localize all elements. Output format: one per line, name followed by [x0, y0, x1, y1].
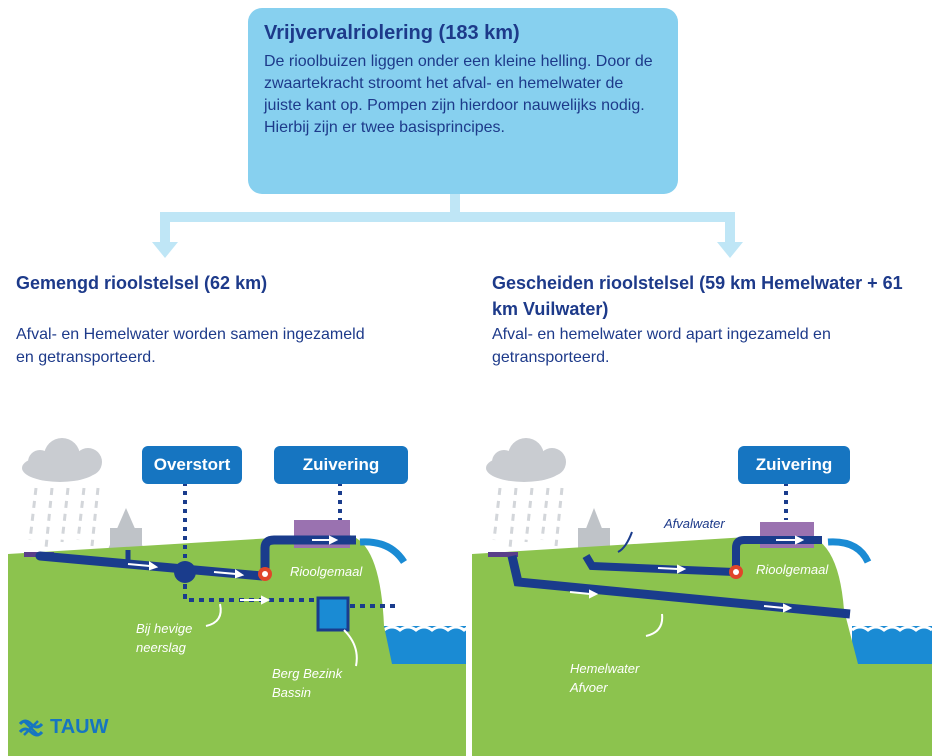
intro-title: Vrijvervalriolering (183 km): [264, 22, 520, 44]
connector-arrows: [152, 194, 743, 258]
right-description: Afval- en hemelwater word apart ingezame…: [492, 326, 831, 366]
label-rioolgemaal-right: Rioolgemaal: [756, 562, 829, 577]
label-rioolgemaal-left: Rioolgemaal: [290, 564, 363, 579]
separate-sewer-diagram: [472, 438, 932, 756]
stormwater-pipe: [507, 554, 851, 619]
connector-right-drop: [725, 212, 735, 244]
label-bassin: Berg Bezink Bassin: [272, 666, 343, 700]
label-hemelwater-afvoer: Hemelwater Afvoer: [570, 661, 640, 695]
wastewater-pipe: [582, 553, 735, 576]
cloud-icon-right: [486, 438, 566, 482]
rain-icon: [28, 487, 100, 549]
connector-left-drop: [160, 212, 170, 244]
connector-stem: [450, 194, 460, 222]
cloud-icon: [22, 438, 102, 482]
intro-text: De rioolbuizen liggen onder een kleine h…: [264, 53, 653, 136]
left-heading: Gemengd rioolstelsel (62 km): [16, 273, 268, 293]
tauw-logo: TAUW: [18, 716, 109, 739]
label-afvalwater: Afvalwater: [664, 516, 725, 531]
rain-icon-right: [492, 487, 564, 549]
overflow-junction: [174, 561, 196, 583]
arrowhead-right: [717, 242, 743, 258]
storage-basin: [316, 596, 350, 632]
logo-text: TAUW: [50, 716, 109, 738]
pressure-pipe: [260, 535, 356, 574]
surface-water: [384, 626, 466, 664]
pump-icon: [258, 567, 272, 581]
right-heading: Gescheiden rioolstelsel (59 km Hemelwate…: [492, 273, 903, 319]
connector-bar: [160, 212, 735, 222]
zuivering-sign-right: Zuivering: [738, 446, 850, 484]
treatment-plant-right: [760, 522, 814, 548]
intro-box: Vrijvervalriolering (183 km) De rioolbui…: [248, 8, 678, 194]
pump-icon-right: [729, 565, 743, 579]
left-description: Afval- en Hemelwater worden samen ingeza…: [16, 326, 365, 366]
zuivering-sign-left: Zuivering: [274, 446, 408, 484]
combined-sewer-diagram: [8, 438, 466, 756]
label-neerslag: Bij hevige neerslag: [136, 621, 193, 655]
ground: [8, 533, 466, 756]
tauw-wave-icon: [18, 719, 44, 736]
surface-water-right: [852, 626, 932, 664]
overstort-sign: Overstort: [142, 446, 242, 484]
arrowhead-left: [152, 242, 178, 258]
